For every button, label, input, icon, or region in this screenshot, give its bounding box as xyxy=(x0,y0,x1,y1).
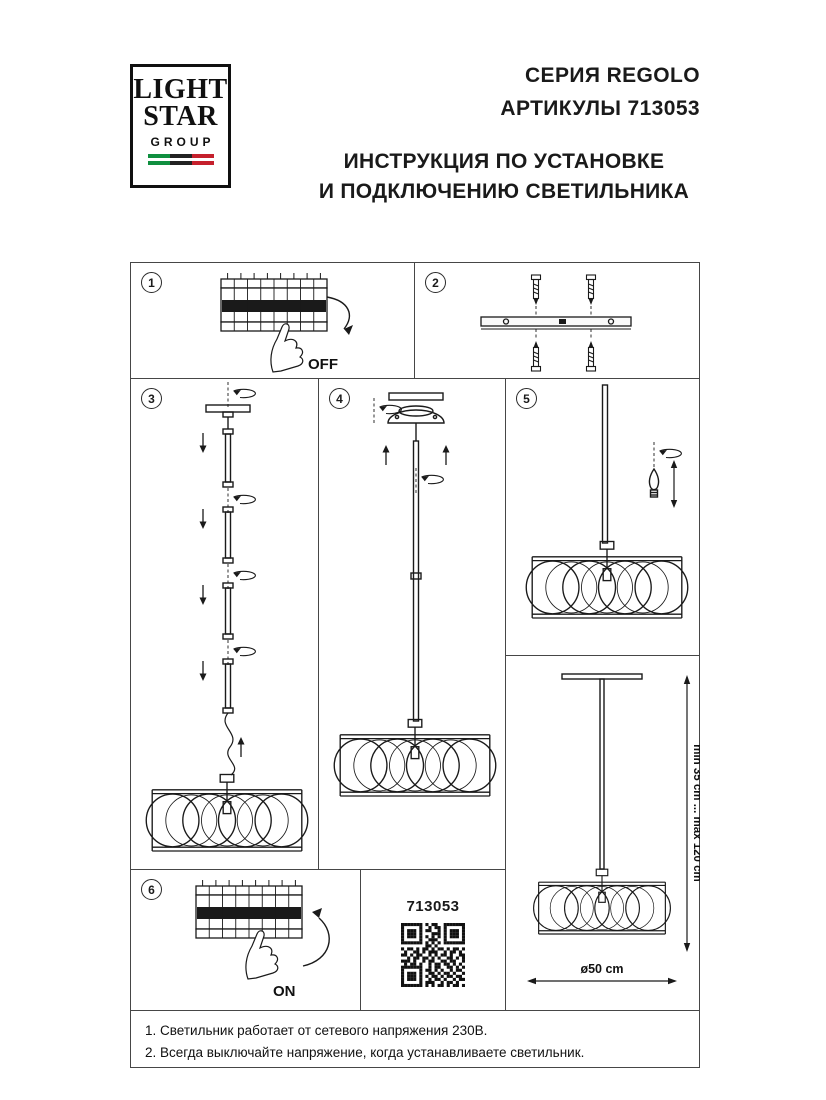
step-2-panel: 2 xyxy=(414,262,700,379)
notes-panel: 1. Светильник работает от сетевого напря… xyxy=(130,1010,700,1068)
article-number: 713053 xyxy=(406,898,460,915)
step-1-panel: 1 OFF xyxy=(130,262,415,379)
instruction-title-line1: ИНСТРУКЦИЯ ПО УСТАНОВКЕ xyxy=(343,150,665,173)
diameter-label: ø50 cm xyxy=(580,962,623,976)
step-4-number: 4 xyxy=(329,388,350,409)
height-range-label: min 35 cm ... max 120 cm xyxy=(691,744,700,881)
lightstar-logo: LIGHT STAR GROUP xyxy=(130,64,231,188)
note-1: 1. Светильник работает от сетевого напря… xyxy=(145,1023,488,1038)
italian-flag-stripes xyxy=(147,154,214,166)
instruction-title-line2: И ПОДКЛЮЧЕНИЮ СВЕТИЛЬНИКА xyxy=(318,179,690,203)
power-on-label: ON xyxy=(273,983,296,1000)
step-3-panel: 3 xyxy=(130,378,319,870)
step-5-number: 5 xyxy=(516,388,537,409)
step-6-number: 6 xyxy=(141,879,162,900)
instruction-title: ИНСТРУКЦИЯ ПО УСТАНОВКЕ И ПОДКЛЮЧЕНИЮ СВ… xyxy=(308,147,700,207)
breaker-off-illustration: OFF xyxy=(220,272,353,373)
document-header: СЕРИЯ REGOLO АРТИКУЛЫ 713053 ИНСТРУКЦИЯ … xyxy=(308,64,700,207)
mounting-bracket-illustration xyxy=(480,274,632,372)
dimensions-illustration: min 35 cm ... max 120 cm ø50 cm xyxy=(527,673,700,985)
logo-word-group: GROUP xyxy=(150,135,215,150)
note-2: 2. Всегда выключайте напряжение, когда у… xyxy=(145,1044,585,1060)
step-4-panel: 4 xyxy=(318,378,506,870)
dimensions-panel: min 35 cm ... max 120 cm ø50 cm xyxy=(505,655,700,1011)
qr-code xyxy=(401,923,466,988)
logo-word-star: STAR xyxy=(143,100,218,132)
series-title: СЕРИЯ REGOLO xyxy=(524,64,700,87)
articles-title: АРТИКУЛЫ 713053 xyxy=(500,97,700,120)
step-5-panel: 5 xyxy=(505,378,700,656)
bulb-installation-illustration xyxy=(525,384,689,619)
step-6-panel: 6 ON xyxy=(130,869,361,1011)
step-1-number: 1 xyxy=(141,272,162,293)
breaker-on-illustration: ON xyxy=(195,879,330,1000)
power-off-label: OFF xyxy=(308,356,338,373)
rod-assembly-illustration xyxy=(145,381,309,852)
step-2-number: 2 xyxy=(425,272,446,293)
article-qr-panel: 713053 xyxy=(360,869,506,1011)
canopy-mounting-illustration xyxy=(333,392,497,797)
logo-word-light: LIGHT xyxy=(133,74,228,105)
step-3-number: 3 xyxy=(141,388,162,409)
